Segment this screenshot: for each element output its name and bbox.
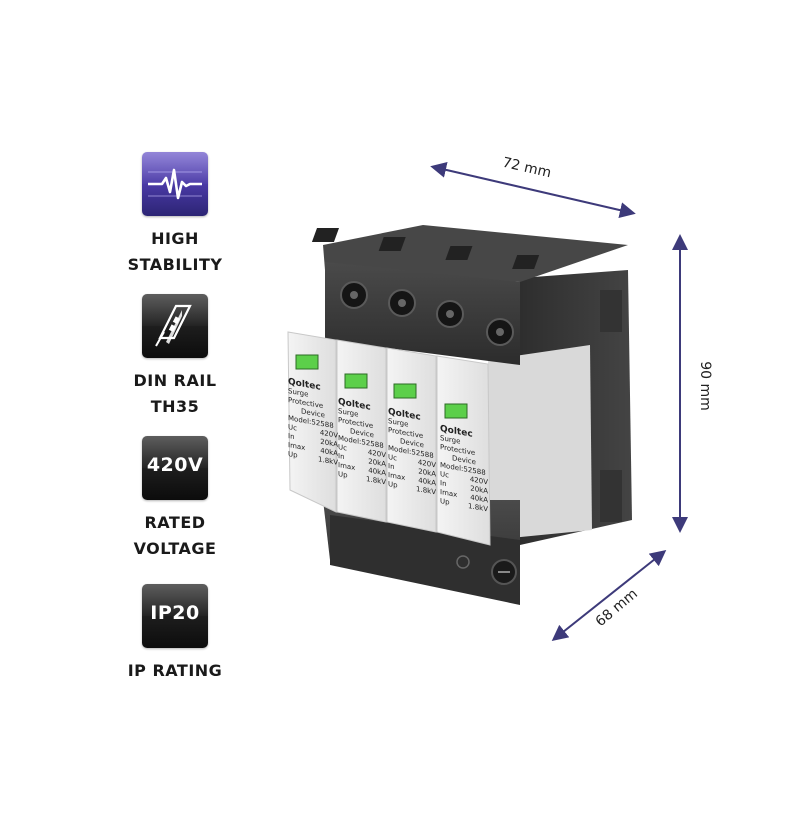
- spec-up-label: Up: [338, 470, 348, 480]
- heartbeat-icon: [142, 152, 208, 216]
- module-side-panel: [488, 345, 592, 540]
- spec-in-label: In: [288, 432, 295, 442]
- feature-high-stability: HIGH STABILITY: [100, 152, 250, 278]
- feature-label: HIGH STABILITY: [100, 226, 250, 278]
- feature-rated-voltage: 420V RATED VOLTAGE: [100, 436, 250, 562]
- indicator-4: [444, 403, 468, 419]
- ip-rating-badge: IP20: [142, 584, 208, 648]
- feature-label-line2: STABILITY: [127, 255, 223, 274]
- module-4: [436, 355, 491, 546]
- spec-uc-label: Uc: [440, 470, 449, 480]
- indicator-1: [295, 354, 319, 370]
- module-label-4: Qoltec Surge Protective Device Model:525…: [440, 424, 488, 514]
- top-wire-slots: [311, 228, 540, 269]
- module-label-3: Qoltec Surge Protective Device Model:525…: [388, 407, 436, 497]
- indicator-2: [344, 373, 368, 389]
- feature-label: RATED VOLTAGE: [100, 510, 250, 562]
- module-1: [287, 331, 337, 513]
- din-clip-side-lower: [600, 470, 622, 522]
- feature-label-line2: VOLTAGE: [133, 539, 217, 558]
- feature-label-line2: TH35: [150, 397, 200, 416]
- spec-up-label: Up: [288, 450, 298, 460]
- feature-ip-rating: IP20 IP RATING: [100, 584, 250, 684]
- din-clip-side: [600, 290, 622, 332]
- din-rail-icon: [142, 294, 208, 358]
- height-dimension-label: 90 mm: [696, 361, 713, 411]
- module-label-1: Qoltec Surge Protective Device Model:525…: [288, 377, 338, 468]
- spec-in-label: In: [338, 452, 345, 462]
- spec-uc-label: Uc: [388, 453, 397, 463]
- indicator-3: [393, 383, 417, 399]
- spec-up-label: Up: [388, 480, 398, 490]
- spec-in-label: In: [388, 462, 395, 472]
- ground-symbol: [456, 555, 470, 569]
- spec-uc-label: Uc: [288, 423, 297, 433]
- feature-label-line1: DIN RAIL: [133, 371, 217, 390]
- feature-label: DIN RAIL TH35: [100, 368, 250, 420]
- spec-up-label: Up: [440, 497, 450, 507]
- module-label-2: Qoltec Surge Protective Device Model:525…: [338, 397, 386, 487]
- feature-din-rail: DIN RAIL TH35: [100, 294, 250, 420]
- device-top-front: [325, 262, 520, 365]
- voltage-badge: 420V: [142, 436, 208, 500]
- depth-dimension-line: [551, 550, 667, 641]
- feature-label-line1: HIGH: [151, 229, 199, 248]
- feature-label: IP RATING: [100, 658, 250, 684]
- ip-rating-badge-text: IP20: [150, 602, 200, 624]
- spec-uc-label: Uc: [338, 443, 347, 453]
- terminal-screws: [340, 281, 514, 346]
- width-dimension-line: [430, 162, 636, 218]
- voltage-badge-text: 420V: [146, 454, 204, 476]
- feature-label-line1: IP RATING: [127, 661, 223, 680]
- spec-in-label: In: [440, 479, 447, 489]
- feature-label-line1: RATED: [144, 513, 206, 532]
